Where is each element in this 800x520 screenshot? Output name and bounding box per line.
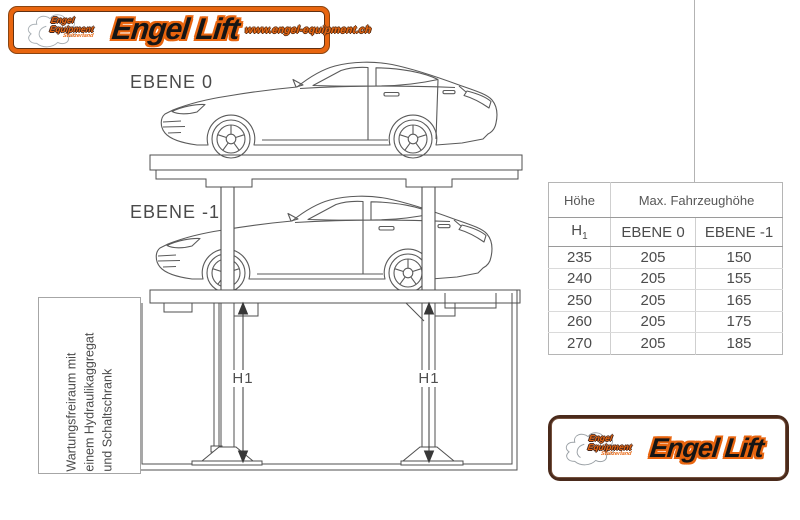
h1-base: H: [571, 222, 583, 239]
table-header-max-vehicle-height: Max. Fahrzeughöhe: [610, 182, 783, 218]
table-row: 235 205 150: [548, 246, 783, 269]
maintenance-note-line: einem Hydraulikaggregat: [81, 332, 96, 472]
table-cell: 155: [695, 268, 783, 290]
table-cell: 250: [548, 289, 611, 312]
pit-outline: [135, 290, 518, 471]
table-subheader-ebene0: EBENE 0: [610, 217, 696, 247]
engel-lift-header-logo: Engel Equipment Switzerland Engel Lift w…: [8, 6, 372, 54]
level-minus1-label: EBENE -1: [130, 202, 221, 222]
table-cell: 205: [610, 289, 696, 312]
level0-label: EBENE 0: [130, 72, 214, 92]
table-cell: 205: [610, 332, 696, 354]
maintenance-note-line: Wartungsfreiraum mit: [63, 352, 78, 472]
table-subheader-row: H1 EBENE 0 EBENE -1: [548, 217, 783, 247]
table-cell: 175: [695, 311, 783, 333]
table-cell: 150: [695, 246, 783, 269]
website-url: www.engel-equipment.ch: [244, 24, 372, 36]
table-row: 240 205 155: [548, 268, 783, 290]
table-row: 270 205 185: [549, 332, 783, 354]
vehicle-height-table: Höhe Max. Fahrzeughöhe H1 EBENE 0 EBENE …: [548, 182, 783, 355]
header-logo-inner: Engel Equipment Switzerland Engel Lift w…: [13, 9, 372, 51]
wing-text-line: Switzerland: [600, 450, 632, 457]
table-cell: 205: [610, 268, 696, 290]
table-cell: 165: [695, 289, 783, 312]
table-cell: 270: [566, 334, 593, 352]
table-cell: 205: [610, 311, 696, 333]
table-cell: 185: [695, 332, 783, 354]
brand-wordmark: Engel Lift: [110, 13, 241, 46]
wing-logo-text: Engel Equipment Switzerland: [48, 15, 96, 40]
engel-lift-footer-logo: Engel Equipment Switzerland Engel Lift: [548, 415, 789, 481]
h1-dimension-label-right: H1: [415, 370, 443, 387]
table-cell: 240: [548, 268, 611, 290]
h1-subscript: 1: [582, 231, 588, 242]
brand-wordmark: Engel Lift: [648, 432, 765, 463]
h1-dimension-arrows: [237, 301, 435, 464]
table-cell: 235: [548, 246, 611, 269]
lift-columns-upper: [220, 177, 436, 295]
table-subheader-h1: H1: [548, 217, 611, 247]
maintenance-note-line: und Schaltschrank: [99, 368, 114, 472]
table-subheader-ebene-minus1: EBENE -1: [695, 217, 783, 247]
footer-logo-inner: Engel Equipment Switzerland Engel Lift: [551, 418, 786, 478]
table-header-hoehe: Höhe: [548, 182, 611, 218]
column-feet: [191, 446, 464, 466]
engel-equipment-wing-logo: Engel Equipment Switzerland: [560, 427, 644, 469]
maintenance-note-box: Wartungsfreiraum mit einem Hydraulikaggr…: [38, 297, 141, 474]
hydraulic-cylinder: [210, 302, 223, 453]
h1-dimension-label-left: H1: [229, 370, 257, 387]
wing-icon: [565, 432, 615, 466]
lift-crossbeam: [155, 169, 519, 188]
table-cell: 205: [610, 246, 696, 269]
maintenance-note-text: Wartungsfreiraum mit einem Hydraulikaggr…: [63, 300, 116, 472]
platform-level0: [149, 154, 523, 171]
table-row: 260 205 175: [548, 311, 783, 333]
table-cell: 260: [548, 311, 611, 333]
platform-level-minus1: [149, 289, 521, 304]
wing-logo-text: Engel Equipment Switzerland: [586, 433, 634, 458]
table-header-row: Höhe Max. Fahrzeughöhe: [548, 182, 783, 218]
wing-icon: [27, 14, 77, 48]
wing-text-line: Switzerland: [62, 32, 94, 39]
engel-equipment-wing-logo: Engel Equipment Switzerland: [22, 9, 106, 51]
table-row: 250 205 165: [548, 289, 783, 312]
